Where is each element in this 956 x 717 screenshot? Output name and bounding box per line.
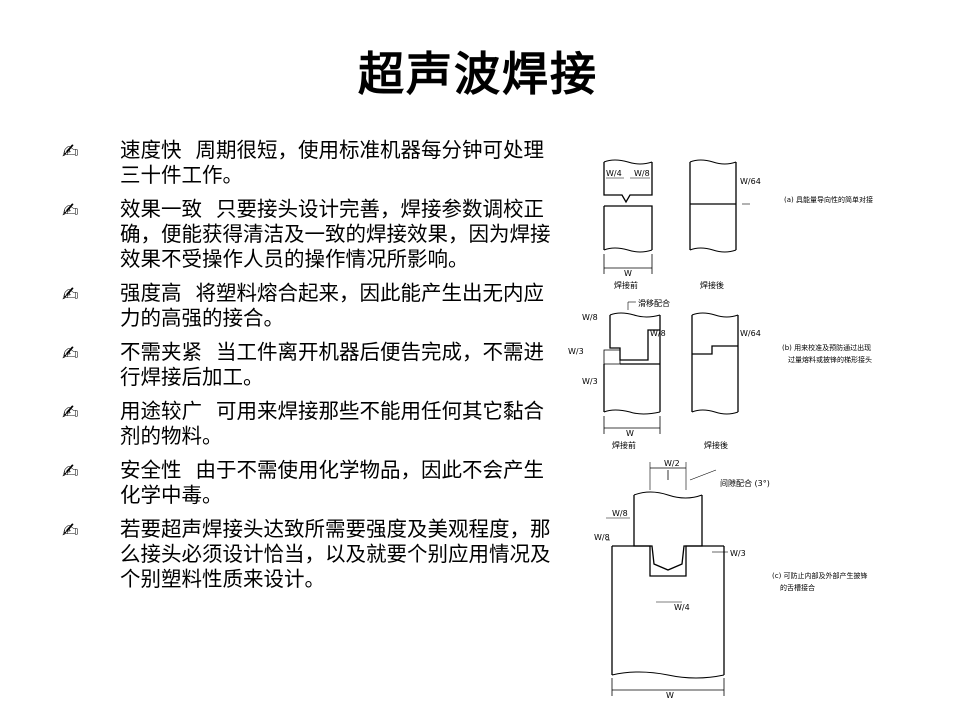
dim-label: W — [624, 269, 632, 278]
list-item: ✍ 速度快周期很短，使用标准机器每分钟可处理三十件工作。 — [62, 138, 552, 188]
list-item: ✍ 不需夹紧当工件离开机器后便告完成，不需进行焊接后加工。 — [62, 340, 552, 390]
list-item: ✍ 若要超声焊接头达致所需要强度及美观程度，那么接头必须设计恰当，以及就要个别应… — [62, 517, 552, 592]
bullet-list: ✍ 速度快周期很短，使用标准机器每分钟可处理三十件工作。 ✍ 效果一致只要接头设… — [62, 138, 552, 601]
dim-label: W/4 — [606, 169, 622, 178]
dim-label: W/8 — [582, 313, 598, 322]
fit-label: 滑移配合 — [638, 298, 670, 308]
bullet-term: 强度高 — [120, 281, 182, 305]
page-title: 超声波焊接 — [358, 47, 598, 101]
joint-design-figure: W/4 W/8 W/64 W 焊接前 焊接後 (a) 具能量导向性的简单对接 滑… — [566, 150, 946, 710]
dim-label: W/3 — [568, 347, 584, 356]
bullet-text: 若要超声焊接头达致所需要强度及美观程度，那么接头必须设计恰当，以及就要个别应用情… — [120, 517, 551, 591]
caption-b-line2: 过量熔料或披锋的梯形接头 — [788, 355, 872, 364]
caption-b-line1: (b) 用来校准及预防通过出现 — [782, 343, 871, 352]
writing-hand-icon: ✍ — [62, 400, 79, 424]
writing-hand-icon: ✍ — [62, 341, 79, 365]
caption-c-line2: 的舌槽接合 — [780, 583, 815, 592]
joint-diagram: W/4 W/8 W/64 W 焊接前 焊接後 (a) 具能量导向性的简单对接 滑… — [568, 159, 873, 700]
bullet-term: 安全性 — [120, 458, 182, 482]
bullet-text: 将塑料熔合起来，因此能产生出无内应力的高强的接合。 — [120, 281, 544, 330]
fit-label: 间隙配合 (3°) — [720, 478, 770, 488]
dim-label: W/3 — [730, 549, 746, 558]
dim-label: W/3 — [582, 377, 598, 386]
before-label: 焊接前 — [614, 280, 638, 290]
dim-label: W/8 — [634, 169, 650, 178]
list-item: ✍ 强度高将塑料熔合起来，因此能产生出无内应力的高强的接合。 — [62, 281, 552, 331]
caption-a: (a) 具能量导向性的简单对接 — [784, 195, 873, 204]
dim-label: W/8 — [650, 329, 666, 338]
writing-hand-icon: ✍ — [62, 459, 79, 483]
dim-label: W/64 — [740, 177, 761, 186]
writing-hand-icon: ✍ — [62, 518, 79, 542]
dim-label: W/2 — [664, 459, 680, 468]
dim-label: W — [666, 691, 674, 700]
writing-hand-icon: ✍ — [62, 198, 79, 222]
bullet-text: 当工件离开机器后便告完成，不需进行焊接后加工。 — [120, 340, 544, 389]
writing-hand-icon: ✍ — [62, 282, 79, 306]
bullet-text: 可用来焊接那些不能用任何其它黏合剂的物料。 — [120, 399, 544, 448]
diagram-a — [603, 159, 750, 274]
list-item: ✍ 安全性由于不需使用化学物品，因此不会产生化学中毒。 — [62, 458, 552, 508]
bullet-term: 效果一致 — [120, 197, 202, 221]
before-label: 焊接前 — [612, 440, 636, 450]
dim-label: W/8 — [594, 533, 610, 542]
caption-c-line1: (c) 可防止内部及外部产生披锋 — [772, 571, 868, 580]
dim-label: W/8 — [612, 509, 628, 518]
bullet-text: 由于不需使用化学物品，因此不会产生化学中毒。 — [120, 458, 544, 507]
dim-label: W/4 — [674, 603, 690, 612]
bullet-text: 只要接头设计完善，焊接参数调校正确，便能获得清洁及一致的焊接效果，因为焊接效果不… — [120, 197, 551, 271]
dim-label: W/64 — [740, 329, 761, 338]
bullet-term: 速度快 — [120, 138, 182, 162]
diagram-b — [603, 301, 739, 434]
list-item: ✍ 用途较广可用来焊接那些不能用任何其它黏合剂的物料。 — [62, 399, 552, 449]
writing-hand-icon: ✍ — [62, 139, 79, 163]
after-label: 焊接後 — [704, 440, 728, 450]
list-item: ✍ 效果一致只要接头设计完善，焊接参数调校正确，便能获得清洁及一致的焊接效果，因… — [62, 197, 552, 272]
dim-label: W — [626, 429, 634, 438]
after-label: 焊接後 — [700, 280, 724, 290]
bullet-term: 不需夹紧 — [120, 340, 202, 364]
diagram-c — [606, 462, 728, 696]
bullet-term: 用途较广 — [120, 399, 202, 423]
bullet-text: 周期很短，使用标准机器每分钟可处理三十件工作。 — [120, 138, 544, 187]
